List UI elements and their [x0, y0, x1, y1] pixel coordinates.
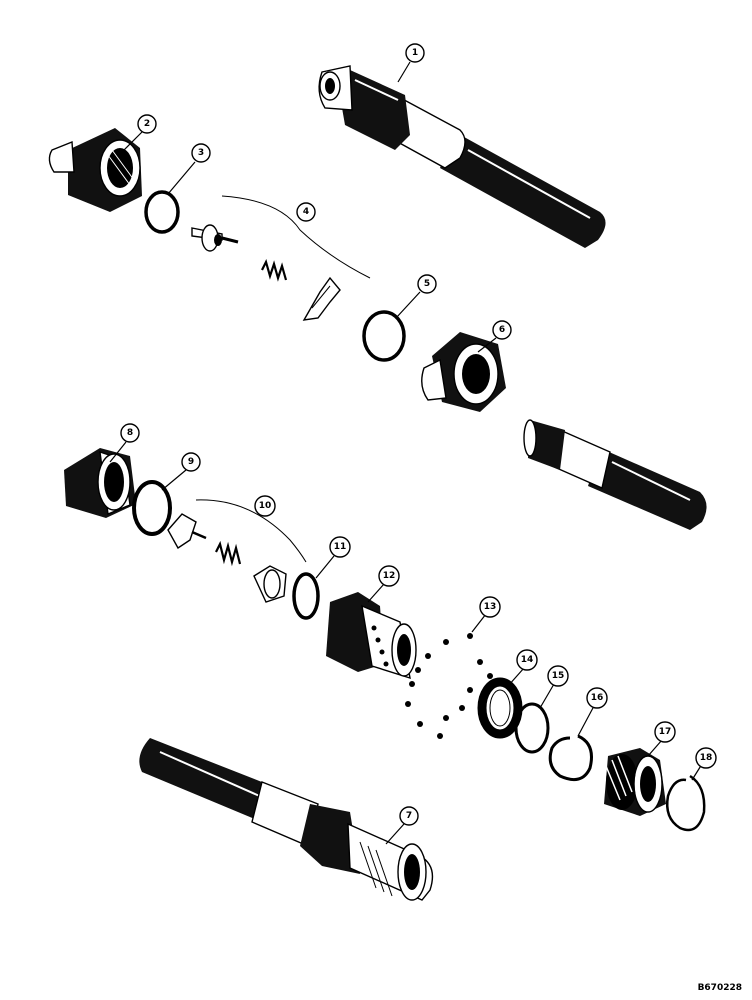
- callout-6: 6: [492, 320, 512, 340]
- spring-10: [215, 540, 242, 567]
- callout-12: 12: [378, 565, 400, 587]
- callout-5-label: 5: [424, 279, 430, 289]
- part-18-snap-ring: [666, 774, 706, 832]
- callout-6-label: 6: [499, 325, 505, 335]
- callout-14: 14: [516, 649, 538, 671]
- part-9-o-ring: [132, 480, 172, 536]
- callout-16: 16: [586, 687, 608, 709]
- part-15-ring: [514, 702, 550, 754]
- callout-1: 1: [405, 43, 425, 63]
- callout-18-label: 18: [700, 753, 713, 763]
- part-3-o-ring: [144, 190, 180, 234]
- callout-5: 5: [417, 274, 437, 294]
- part-2-adapter: [48, 128, 142, 212]
- leader-lines: [109, 61, 703, 845]
- callout-17: 17: [654, 721, 676, 743]
- callout-9-label: 9: [188, 457, 194, 467]
- spring-4: [261, 258, 288, 282]
- callout-11: 11: [329, 536, 351, 558]
- callout-12-label: 12: [383, 571, 396, 581]
- callout-13: 13: [479, 596, 501, 618]
- callout-9: 9: [181, 452, 201, 472]
- callout-3: 3: [191, 143, 211, 163]
- part-8-coupler-body: [64, 448, 136, 518]
- callout-13-label: 13: [484, 602, 497, 612]
- callout-4-label: 4: [303, 207, 309, 217]
- callout-7: 7: [399, 806, 419, 826]
- part-14-retaining-ring: [477, 677, 523, 739]
- callout-10-label: 10: [259, 501, 272, 511]
- part-11-o-ring: [292, 572, 320, 620]
- callout-2: 2: [137, 114, 157, 134]
- callout-8-label: 8: [127, 428, 133, 438]
- part-6-hex-adapter: [421, 332, 506, 412]
- callout-15: 15: [547, 665, 569, 687]
- callout-4: 4: [296, 202, 316, 222]
- callout-10: 10: [254, 495, 276, 517]
- callout-18: 18: [695, 747, 717, 769]
- right-hose-end: [523, 419, 707, 530]
- callout-7-label: 7: [406, 811, 412, 821]
- part-12-coupler-sleeve: [326, 592, 417, 680]
- part-1-hose-assembly: [318, 65, 606, 248]
- callout-16-label: 16: [591, 693, 604, 703]
- part-7-hose-coupler: [139, 738, 434, 901]
- callout-3-label: 3: [198, 148, 204, 158]
- callout-2-label: 2: [144, 119, 150, 129]
- callout-8: 8: [120, 423, 140, 443]
- part-5-o-ring: [362, 310, 406, 362]
- callout-11-label: 11: [334, 542, 347, 552]
- part-13-balls: [405, 633, 493, 739]
- figure-code: B670228: [698, 983, 742, 993]
- callout-15-label: 15: [552, 671, 565, 681]
- part-10-valve-kit: [167, 499, 307, 603]
- part-4-valve-kit: [191, 195, 371, 321]
- callout-1-label: 1: [412, 48, 418, 58]
- callout-17-label: 17: [659, 727, 672, 737]
- part-17-knurled-sleeve: [604, 748, 666, 816]
- callout-14-label: 14: [521, 655, 534, 665]
- part-16-snap-ring: [548, 734, 593, 782]
